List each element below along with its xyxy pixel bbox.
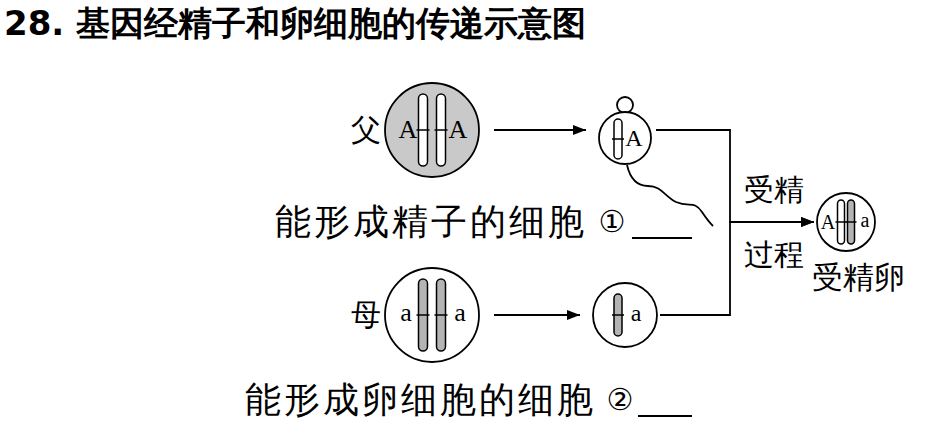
arrow-connector	[494, 314, 580, 316]
acrosome	[617, 97, 633, 113]
edge-label: 受精 过程	[740, 157, 809, 287]
cell-membrane	[593, 283, 657, 347]
gene-letter: a	[631, 301, 642, 325]
cell-outline	[598, 95, 652, 165]
sperm-head	[599, 112, 651, 164]
cell-outline	[592, 282, 658, 348]
cell-membrane	[385, 268, 479, 362]
cell-membrane	[385, 83, 479, 177]
zygote-cell: Aa受精卵	[816, 192, 876, 252]
centromere	[435, 129, 448, 131]
callout-number: ①	[599, 207, 626, 237]
caption-label: 能形成精子的细胞	[275, 204, 587, 240]
cell-label: 母	[351, 300, 381, 330]
cell-membrane	[817, 193, 875, 251]
cell-label: 受精卵	[812, 262, 905, 293]
sperm-tail	[627, 165, 713, 226]
mother-cell: 母aa	[384, 267, 480, 363]
gene-letter: a	[400, 300, 412, 326]
centromere	[435, 314, 448, 316]
answer-blank	[638, 415, 692, 417]
gene-letter: a	[454, 300, 466, 326]
centromere	[846, 221, 857, 223]
centromere	[836, 221, 847, 223]
gene-letter: A	[449, 117, 468, 143]
gene-letter: a	[861, 210, 870, 230]
sperm-cell: A	[598, 95, 652, 165]
centromere	[612, 138, 624, 140]
arrow-connector	[494, 129, 586, 131]
egg-cell: a	[592, 282, 658, 348]
callout-number: ②	[607, 385, 634, 415]
gene-letter: A	[399, 117, 418, 143]
figure-title: 28. 基因经精子和卵细胞的传递示意图	[4, 6, 586, 40]
centromere	[417, 314, 430, 316]
gene-letter: A	[625, 126, 642, 150]
cell-label: 父	[351, 115, 381, 145]
centromere	[417, 129, 430, 131]
centromere	[612, 314, 624, 316]
father-cell: 父AA	[384, 82, 480, 178]
answer-blank	[632, 237, 692, 239]
caption-label: 能形成卵细胞的细胞	[245, 382, 596, 418]
gene-letter: A	[821, 212, 835, 232]
